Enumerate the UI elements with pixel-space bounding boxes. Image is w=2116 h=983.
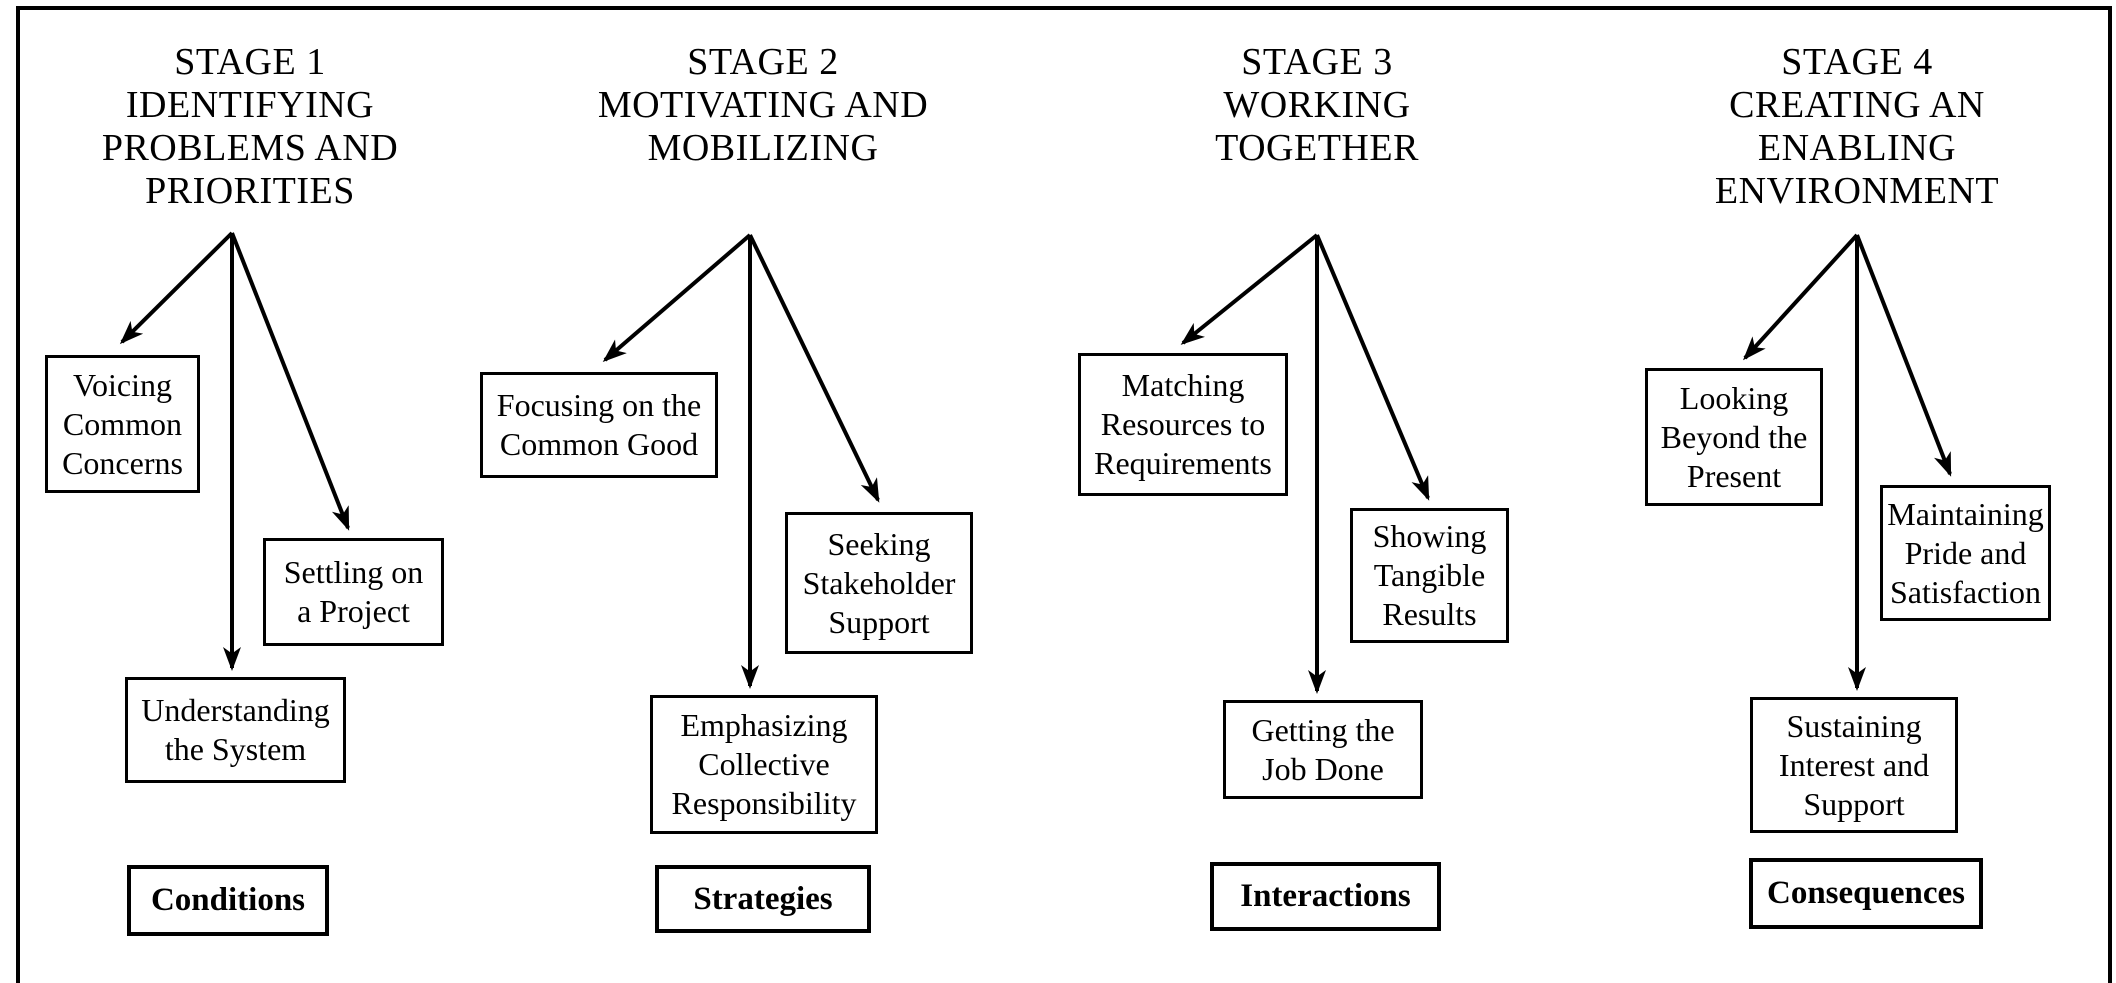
stage-4-branch-right: Maintaining Pride and Satisfaction <box>1880 485 2051 621</box>
stage-3-arrow-left <box>1180 233 1319 345</box>
stage-4-branch-left: Looking Beyond the Present <box>1645 368 1823 506</box>
stage-4-category: Consequences <box>1749 858 1983 929</box>
stage-3-branch-left: Matching Resources to Requirements <box>1078 353 1288 496</box>
stage-1-branch-left: Voicing Common Concerns <box>45 355 200 493</box>
stage-2-branch-left: Focusing on the Common Good <box>480 372 718 478</box>
diagram-border <box>16 6 2112 983</box>
stage-1-branch-bottom: Understanding the System <box>125 677 346 783</box>
stage-1-arrow-right <box>230 232 350 531</box>
stage-4-title: STAGE 4 CREATING AN ENABLING ENVIRONMENT <box>1714 41 2000 212</box>
stage-2-branch-bottom: Emphasizing Collective Responsibility <box>650 695 878 834</box>
stage-2-title: STAGE 2 MOTIVATING AND MOBILIZING <box>597 41 929 169</box>
stage-3-branch-right: Showing Tangible Results <box>1350 508 1509 643</box>
stage-1-branch-right: Settling on a Project <box>263 538 444 646</box>
stage-1-category: Conditions <box>127 865 329 936</box>
stage-4-arrow-left <box>1742 233 1859 361</box>
stage-1-title: STAGE 1 IDENTIFYING PROBLEMS AND PRIORIT… <box>101 41 399 212</box>
stage-2-arrow-right <box>748 234 880 503</box>
stage-4-arrow-right <box>1855 234 1952 477</box>
stage-3-title: STAGE 3 WORKING TOGETHER <box>1215 41 1419 169</box>
stage-2-arrow-left <box>602 233 752 362</box>
stage-3-category: Interactions <box>1210 862 1441 931</box>
stage-4-branch-bottom: Sustaining Interest and Support <box>1750 697 1958 833</box>
stage-3-arrow-right <box>1315 234 1430 501</box>
stage-2-category: Strategies <box>655 865 871 933</box>
stage-1-arrow-left <box>119 231 234 345</box>
stage-2-branch-right: Seeking Stakeholder Support <box>785 512 973 654</box>
stage-3-branch-bottom: Getting the Job Done <box>1223 700 1423 799</box>
